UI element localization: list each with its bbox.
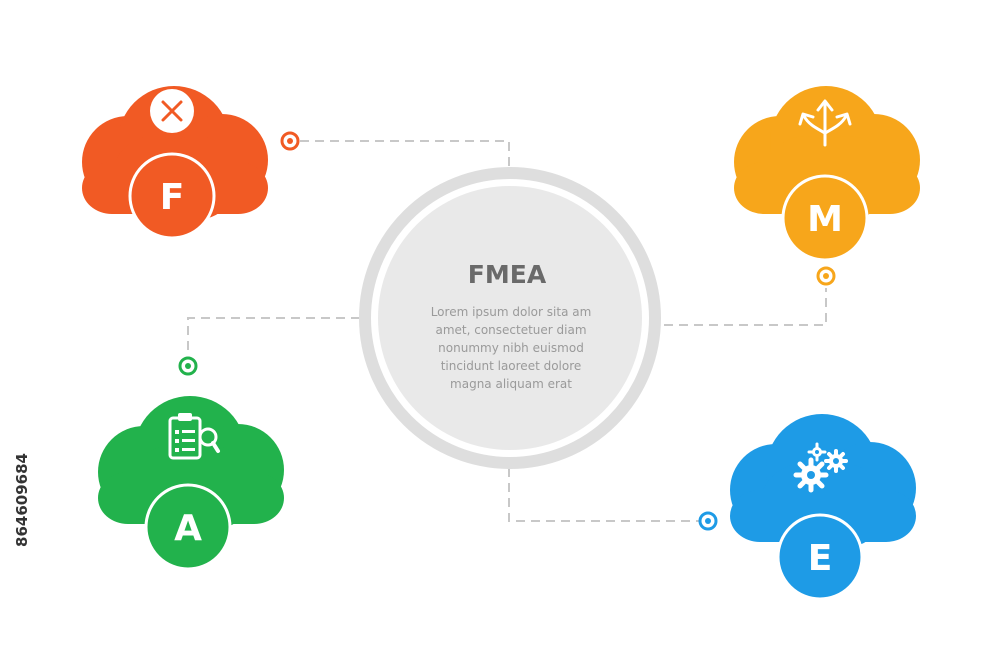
connector-dot-f (280, 131, 300, 151)
center-text-line: magna aliquam erat (450, 377, 572, 391)
connector-dot-e (698, 511, 718, 531)
split-arrows-icon (798, 99, 852, 147)
connector-a (187, 317, 360, 356)
node-m: M (734, 86, 920, 286)
center-text-line: amet, consectetuer diam (435, 323, 586, 337)
connector-dot-a (178, 356, 198, 376)
node-a: A (98, 356, 284, 571)
center-circle: FMEA Lorem ipsum dolor sita am amet, con… (359, 167, 661, 469)
center-text-line: tincidunt laoreet dolore (441, 359, 582, 373)
letter-circle-f (128, 152, 216, 240)
letter-m: M (807, 199, 843, 240)
gears-icon (793, 442, 848, 493)
node-f: F (82, 86, 300, 240)
connector-e (508, 468, 704, 522)
connector-dot-m (816, 266, 836, 286)
letter-e: E (808, 538, 833, 579)
letter-circle-m (781, 174, 869, 262)
center-title: FMEA (468, 260, 547, 289)
close-circle-icon (150, 89, 194, 133)
connector-m (664, 288, 827, 326)
clipboard-search-icon (168, 413, 220, 460)
stock-id: 864609684 (13, 453, 31, 547)
letter-circle-a (144, 483, 232, 571)
letter-a: A (174, 508, 202, 549)
letter-f: F (160, 177, 185, 218)
center-text-line: nonummy nibh euismod (438, 341, 584, 355)
center-text-line: Lorem ipsum dolor sita am (431, 305, 592, 319)
letter-circle-e (776, 513, 864, 601)
center-description: Lorem ipsum dolor sita am amet, consecte… (431, 305, 592, 391)
node-e: E (698, 414, 916, 601)
